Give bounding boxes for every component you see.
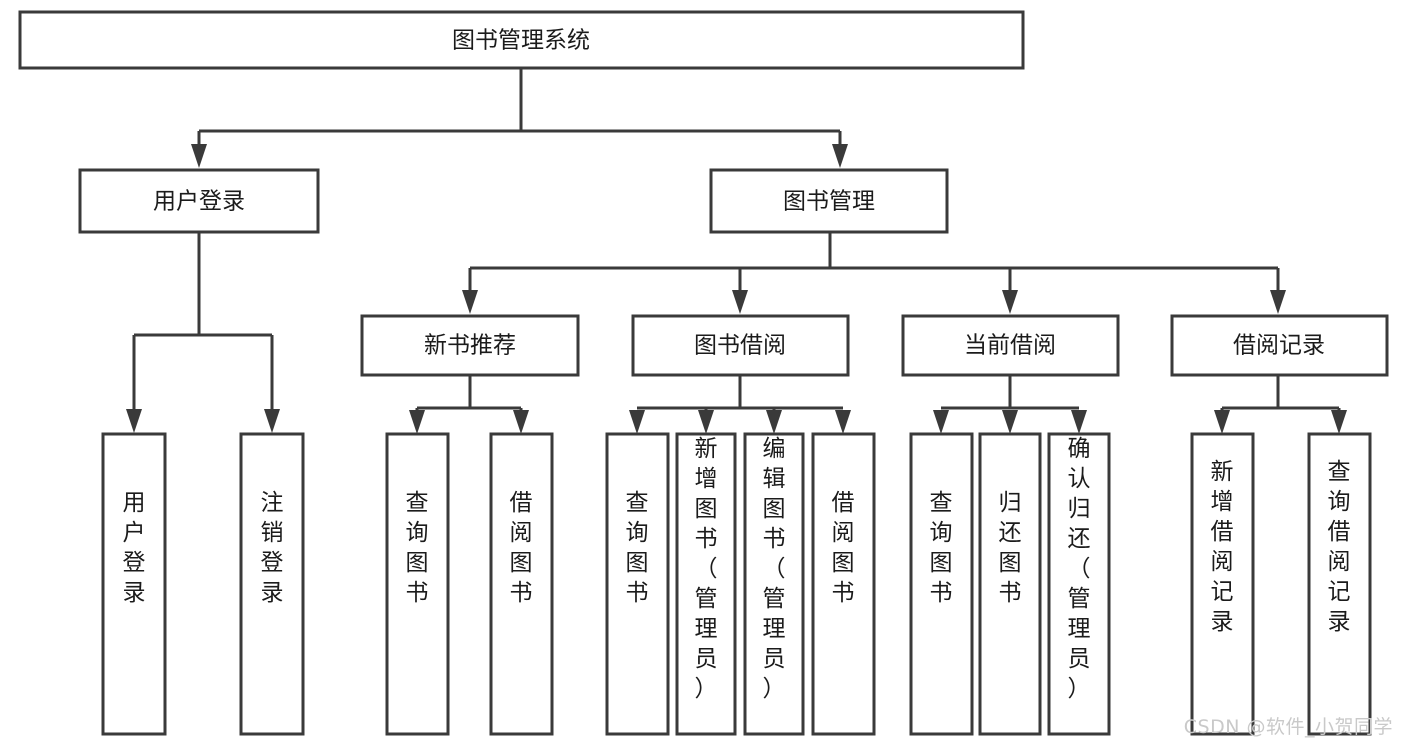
leaf-new-book-recommend-1[interactable]: 借阅图书	[489, 432, 554, 736]
leaf-box[interactable]	[1047, 432, 1111, 736]
csdn-watermark: CSDN @软件_小贺同学	[1183, 716, 1393, 738]
leaf-box[interactable]	[239, 432, 305, 736]
leaf-box[interactable]	[385, 432, 450, 736]
leaf-box[interactable]	[909, 432, 974, 736]
node-root-label: 图书管理系统	[452, 28, 590, 54]
leaf-label: 确认归还（管理员）	[1068, 436, 1091, 702]
node-book-manage[interactable]: 图书管理	[709, 168, 949, 234]
arrow-head-current-l1	[933, 410, 949, 434]
arrow-head-user-leaf1	[126, 409, 142, 433]
leaf-box[interactable]	[101, 432, 167, 736]
node-book-manage-label: 图书管理	[783, 189, 875, 215]
leaf-label: 查询图书	[626, 490, 649, 606]
arrow-head-record-l2	[1331, 410, 1347, 434]
node-book-manage-box[interactable]	[709, 168, 949, 234]
leaf-label: 用户登录	[123, 490, 146, 606]
leaf-box[interactable]	[743, 432, 805, 736]
leaf-label: 新增图书（管理员）	[695, 436, 718, 702]
leaf-current-borrow-1[interactable]: 归还图书	[978, 432, 1042, 736]
leaf-label: 借阅图书	[832, 490, 855, 606]
leaf-box[interactable]	[605, 432, 670, 736]
node-root-box[interactable]	[18, 10, 1025, 70]
node-borrow-record-label: 借阅记录	[1233, 333, 1325, 359]
arrow-head-current-l3	[1071, 410, 1087, 434]
leaf-label: 编辑图书（管理员）	[763, 436, 786, 702]
arrow-head-current-borrow	[1002, 290, 1018, 314]
node-borrow-record[interactable]: 借阅记录	[1170, 314, 1389, 377]
arrow-head-newbook-l2	[513, 410, 529, 434]
leaf-book-borrow-3[interactable]: 借阅图书	[811, 432, 876, 736]
leaf-borrow-record-0[interactable]: 新增借阅记录	[1190, 432, 1255, 736]
leaf-label: 归还图书	[999, 490, 1022, 606]
node-new-book-recommend-box[interactable]	[360, 314, 580, 377]
node-current-borrow[interactable]: 当前借阅	[901, 314, 1120, 377]
leaf-current-borrow-2[interactable]: 确认归还（管理员）	[1047, 432, 1111, 736]
node-book-borrow-box[interactable]	[631, 314, 850, 377]
leaf-new-book-recommend-0[interactable]: 查询图书	[385, 432, 450, 736]
arrow-head-user-leaf2	[264, 409, 280, 433]
leaf-box[interactable]	[1307, 432, 1372, 736]
node-book-borrow[interactable]: 图书借阅	[631, 314, 850, 377]
leaf-user-login-1[interactable]: 注销登录	[239, 432, 305, 736]
node-new-book-recommend-label: 新书推荐	[424, 333, 516, 359]
arrow-head-borrow-l3	[766, 410, 782, 434]
leaf-current-borrow-0[interactable]: 查询图书	[909, 432, 974, 736]
node-user-login-label: 用户登录	[153, 189, 245, 215]
leaf-book-borrow-2[interactable]: 编辑图书（管理员）	[743, 432, 805, 736]
arrow-head-new-book	[462, 290, 478, 314]
arrow-head-current-l2	[1002, 410, 1018, 434]
node-book-borrow-label: 图书借阅	[694, 333, 786, 359]
leaf-label: 查询图书	[406, 490, 429, 606]
node-borrow-record-box[interactable]	[1170, 314, 1389, 377]
arrow-head-borrow-record	[1270, 290, 1286, 314]
arrow-head-borrow-l4	[835, 410, 851, 434]
leaf-label: 新增借阅记录	[1211, 459, 1234, 635]
arrow-head-record-l1	[1214, 410, 1230, 434]
arrow-head-user-login	[191, 144, 207, 168]
node-root[interactable]: 图书管理系统	[18, 10, 1025, 70]
arrow-head-borrow-l2	[698, 410, 714, 434]
leaf-label: 注销登录	[261, 490, 284, 606]
leaf-box[interactable]	[489, 432, 554, 736]
leaf-book-borrow-1[interactable]: 新增图书（管理员）	[675, 432, 737, 736]
leaf-user-login-0[interactable]: 用户登录	[101, 432, 167, 736]
node-current-borrow-box[interactable]	[901, 314, 1120, 377]
leaf-label: 借阅图书	[510, 490, 533, 606]
arrow-head-borrow-l1	[629, 410, 645, 434]
arrow-head-newbook-l1	[409, 410, 425, 434]
leaf-borrow-record-1[interactable]: 查询借阅记录	[1307, 432, 1372, 736]
leaf-box[interactable]	[811, 432, 876, 736]
leaf-box[interactable]	[978, 432, 1042, 736]
node-current-borrow-label: 当前借阅	[964, 333, 1056, 359]
arrow-head-book-manage	[832, 144, 848, 168]
node-new-book-recommend[interactable]: 新书推荐	[360, 314, 580, 377]
leaf-book-borrow-0[interactable]: 查询图书	[605, 432, 670, 736]
leaf-box[interactable]	[1190, 432, 1255, 736]
leaf-label: 查询图书	[930, 490, 953, 606]
node-user-login-box[interactable]	[78, 168, 320, 234]
leaf-box[interactable]	[675, 432, 737, 736]
node-user-login[interactable]: 用户登录	[78, 168, 320, 234]
connector-group	[126, 68, 1347, 434]
leaf-label: 查询借阅记录	[1328, 459, 1351, 635]
arrow-head-book-borrow	[732, 290, 748, 314]
